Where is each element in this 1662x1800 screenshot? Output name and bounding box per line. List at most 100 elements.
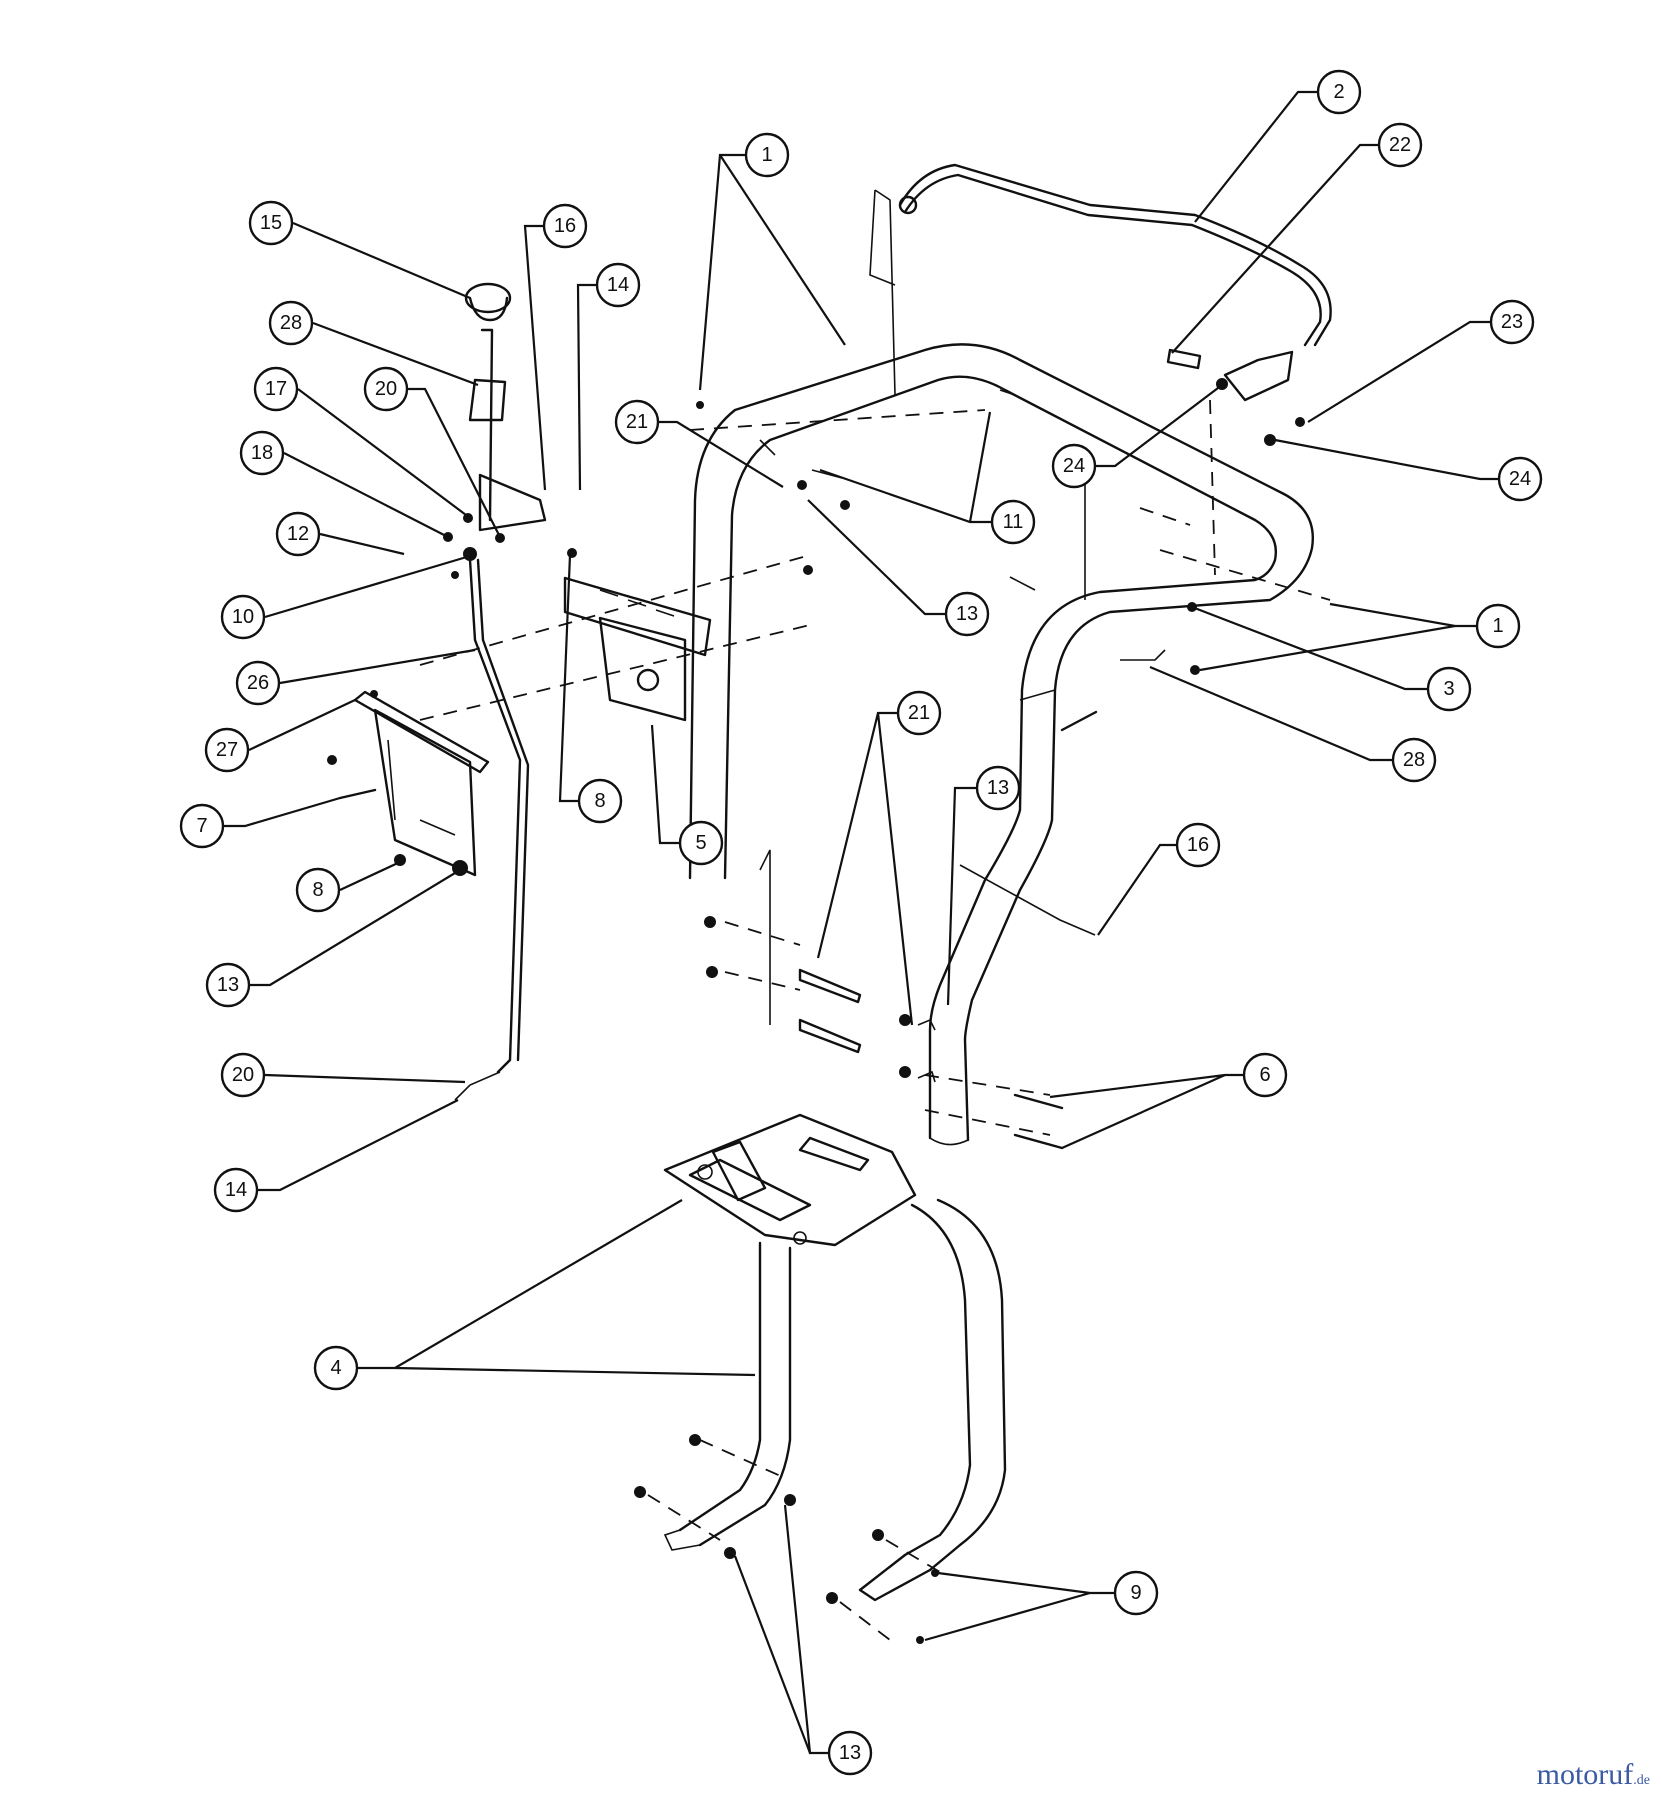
- shift-plate: [419, 548, 811, 722]
- callout-bubble: [595, 262, 641, 308]
- callout-17: 17: [253, 366, 299, 412]
- callout-bubble: [295, 867, 341, 913]
- callout-28: 28: [268, 300, 314, 346]
- callout-bubble: [179, 803, 225, 849]
- callout-bubble: [363, 366, 409, 412]
- callout-label: 22: [1389, 134, 1411, 156]
- callout-16: 16: [542, 203, 588, 249]
- callout-13: 13: [205, 962, 251, 1008]
- callout-bubble: [1426, 666, 1472, 712]
- callout-label: 10: [232, 606, 254, 628]
- lower-handle: [634, 1113, 1007, 1644]
- callout-bubble: [975, 765, 1021, 811]
- callout-label: 28: [280, 312, 302, 334]
- callout-bubble: [1391, 737, 1437, 783]
- callout-label: 20: [375, 378, 397, 400]
- callout-label: 12: [287, 523, 309, 545]
- callout-7: 7: [179, 803, 225, 849]
- callout-bubble: [213, 1167, 259, 1213]
- shift-lever: [443, 282, 547, 1101]
- callout-bubble: [1497, 456, 1543, 502]
- callout-bubble: [990, 499, 1036, 545]
- upper-handle-tube: [688, 189, 1314, 1146]
- callout-label: 14: [607, 274, 629, 296]
- callout-23: 23: [1489, 299, 1535, 345]
- callout-label: 26: [247, 672, 269, 694]
- callout-bubble: [744, 132, 790, 178]
- callout-label: 24: [1509, 468, 1531, 490]
- callout-22: 22: [1377, 122, 1423, 168]
- callout-label: 4: [330, 1357, 341, 1379]
- callout-bubble: [220, 1052, 266, 1098]
- callout-bubble: [1175, 822, 1221, 868]
- callout-bubble: [248, 200, 294, 246]
- callout-2: 2: [1316, 69, 1362, 115]
- callout-14: 14: [213, 1167, 259, 1213]
- callout-1: 1: [744, 132, 790, 178]
- callout-1: 1: [1475, 603, 1521, 649]
- callout-label: 9: [1130, 1582, 1141, 1604]
- callout-label: 21: [908, 702, 930, 724]
- callout-label: 5: [695, 832, 706, 854]
- callout-label: 15: [260, 212, 282, 234]
- callout-bubble: [1242, 1052, 1288, 1098]
- callout-5: 5: [678, 820, 724, 866]
- callout-15: 15: [248, 200, 294, 246]
- callout-label: 1: [1492, 615, 1503, 637]
- callout-27: 27: [204, 727, 250, 773]
- callout-8: 8: [295, 867, 341, 913]
- callout-label: 13: [956, 603, 978, 625]
- callout-14: 14: [595, 262, 641, 308]
- callout-label: 3: [1443, 678, 1454, 700]
- callout-bubble: [896, 690, 942, 736]
- callout-13: 13: [827, 1730, 873, 1776]
- callout-6: 6: [1242, 1052, 1288, 1098]
- callout-label: 13: [217, 974, 239, 996]
- callout-18: 18: [239, 430, 285, 476]
- callout-20: 20: [220, 1052, 266, 1098]
- callout-21: 21: [896, 690, 942, 736]
- callout-label: 16: [554, 215, 576, 237]
- callout-bubble: [944, 591, 990, 637]
- control-rod: [898, 163, 1332, 347]
- callout-11: 11: [990, 499, 1036, 545]
- callout-label: 23: [1501, 311, 1523, 333]
- callout-label: 7: [196, 815, 207, 837]
- watermark-main: motoruf: [1536, 1758, 1634, 1791]
- callout-bubble: [235, 660, 281, 706]
- callout-label: 8: [594, 790, 605, 812]
- handle-bracket-right: [1166, 348, 1305, 576]
- callout-bubble: [1113, 1570, 1159, 1616]
- callout-bubble: [275, 511, 321, 557]
- callout-bubble: [678, 820, 724, 866]
- callout-label: 24: [1063, 455, 1085, 477]
- callout-21: 21: [614, 399, 660, 445]
- callout-13: 13: [944, 591, 990, 637]
- left-bracket: [327, 690, 490, 877]
- callout-10: 10: [220, 594, 266, 640]
- callout-label: 6: [1259, 1064, 1270, 1086]
- watermark-logo: motoruf.de: [1537, 1758, 1650, 1792]
- callout-24: 24: [1051, 443, 1097, 489]
- callout-label: 11: [1003, 511, 1024, 533]
- callout-bubble: [239, 430, 285, 476]
- handle-hardware: [689, 389, 1331, 936]
- callout-3: 3: [1426, 666, 1472, 712]
- callout-bubble: [204, 727, 250, 773]
- callout-label: 13: [987, 777, 1009, 799]
- callout-4: 4: [313, 1345, 359, 1391]
- callout-label: 28: [1403, 749, 1425, 771]
- callout-bubble: [1489, 299, 1535, 345]
- callout-16: 16: [1175, 822, 1221, 868]
- callout-label: 14: [225, 1179, 247, 1201]
- callout-bubble: [253, 366, 299, 412]
- callout-bubble: [827, 1730, 873, 1776]
- callout-bubble: [1475, 603, 1521, 649]
- callout-bubble: [577, 778, 623, 824]
- callout-bubble: [1377, 122, 1423, 168]
- callout-label: 2: [1333, 81, 1344, 103]
- callout-12: 12: [275, 511, 321, 557]
- callout-bubble: [313, 1345, 359, 1391]
